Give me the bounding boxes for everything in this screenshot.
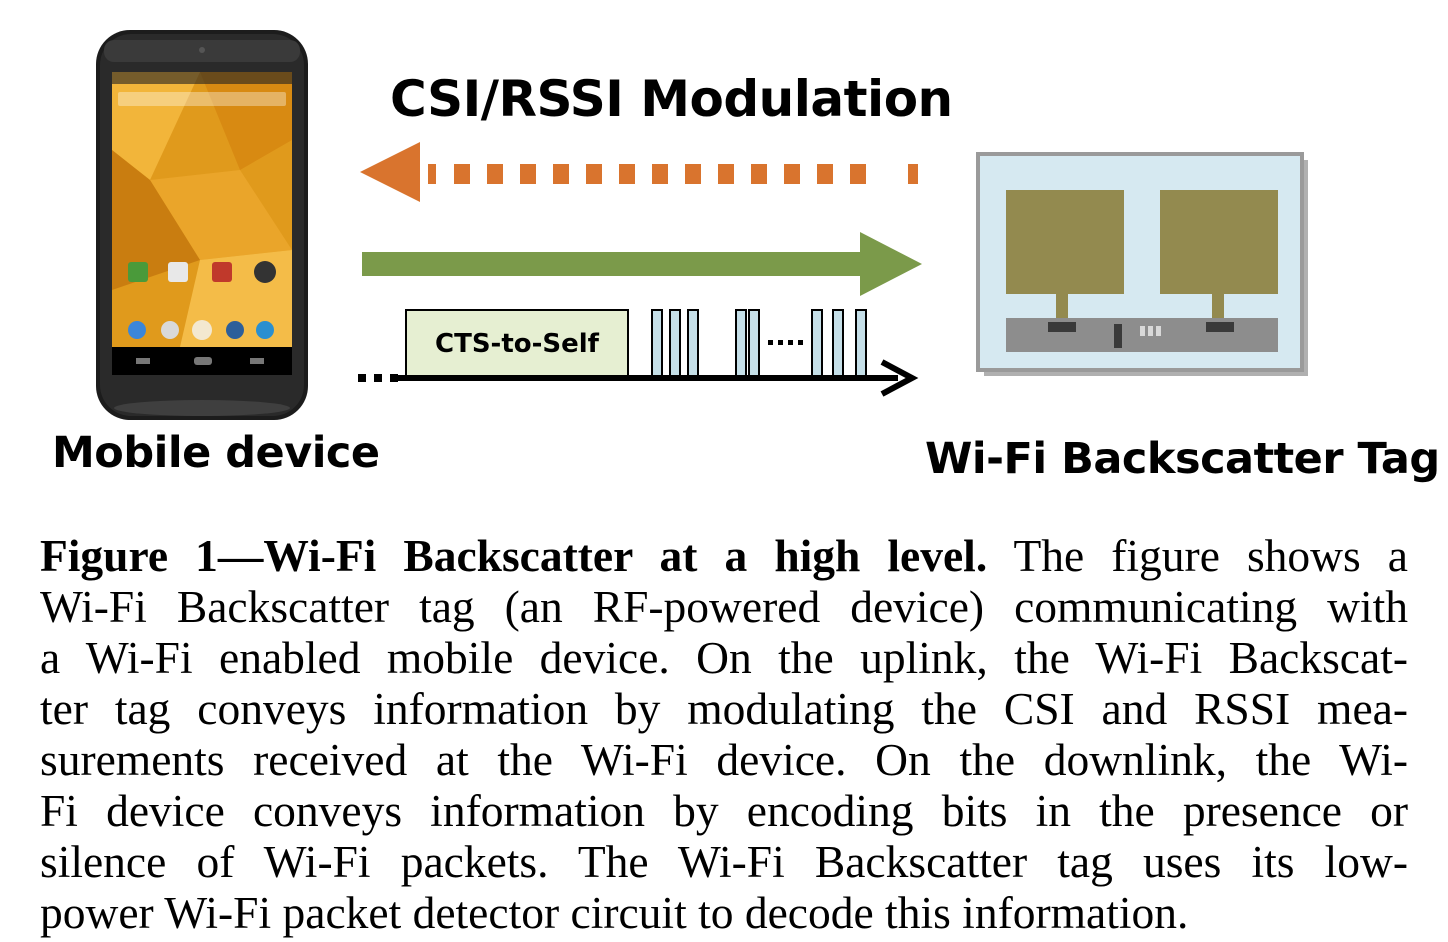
uplink-arrow	[360, 142, 918, 202]
figure-caption: Figure 1—Wi-Fi Backscatter at a high lev…	[40, 530, 1408, 938]
caption-line: Fi device conveys information by encodin…	[40, 785, 1408, 836]
caption-line: surements received at the Wi-Fi device. …	[40, 734, 1408, 785]
caption-line: Figure 1—Wi-Fi Backscatter at a high lev…	[40, 530, 1408, 581]
caption-lead: Figure 1—Wi-Fi Backscatter at a high lev…	[40, 530, 988, 581]
caption-line: power Wi-Fi packet detector circuit to d…	[40, 887, 1189, 938]
cts-to-self-label: CTS-to-Self	[435, 329, 599, 359]
figure-graphic	[96, 30, 1308, 420]
caption-line: silence of Wi-Fi packets. The Wi-Fi Back…	[40, 836, 1408, 887]
packet-timeline	[358, 309, 919, 397]
caption-line: ter tag conveys information by modulatin…	[40, 683, 1408, 734]
backscatter-tag-label: Wi-Fi Backscatter Tag	[925, 434, 1440, 484]
backscatter-tag-icon	[976, 152, 1308, 376]
mobile-device-label: Mobile device	[52, 428, 380, 478]
caption-line: Wi-Fi Backscatter tag (an RF-powered dev…	[40, 581, 1408, 632]
caption-line-text: The figure shows a	[987, 530, 1408, 581]
downlink-arrow	[362, 232, 922, 296]
mobile-phone-icon	[96, 30, 308, 420]
figure-diagram: CSI/RSSI Modulation CTS-to-Self Mobile d…	[52, 30, 1440, 484]
caption-line: a Wi-Fi enabled mobile device. On the up…	[40, 632, 1408, 683]
uplink-label: CSI/RSSI Modulation	[390, 70, 953, 128]
